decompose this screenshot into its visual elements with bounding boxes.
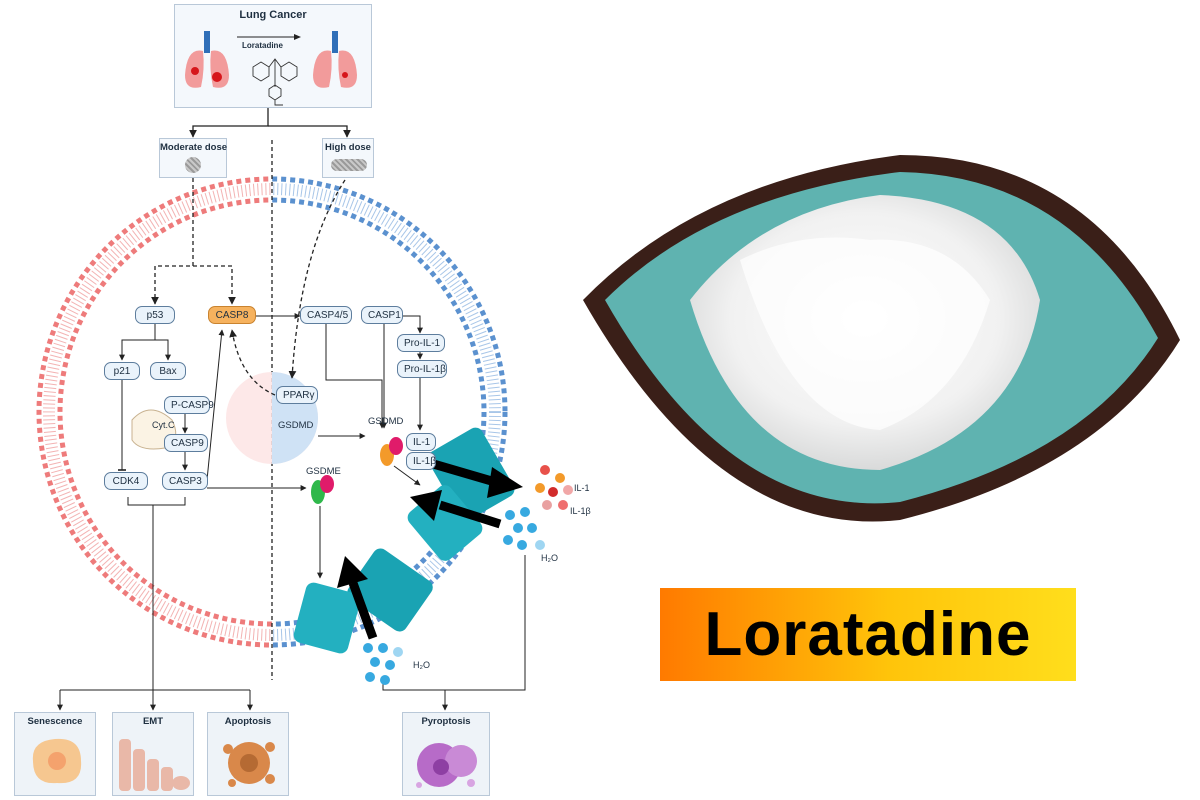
gsdme-protein: [311, 475, 334, 504]
node-p53: p53: [135, 306, 175, 324]
apoptotic-cell-icon: [223, 742, 275, 787]
lung-cancer-panel: Lung Cancer Loratadine: [174, 4, 372, 108]
node-casp3: CASP3: [162, 472, 208, 490]
node-pro-il1: Pro-IL-1: [397, 334, 445, 352]
dose-arrows: [151, 108, 351, 396]
release-label-il1b: IL-1β: [570, 506, 591, 516]
product-name: Loratadine: [704, 600, 1032, 669]
lungs-after-icon: [313, 31, 357, 88]
outcome-senescence: Senescence: [14, 712, 96, 796]
outcome-pyroptosis-label: Pyroptosis: [421, 716, 471, 727]
release-label-il1: IL-1: [574, 483, 590, 493]
loratadine-powder-photo: [583, 155, 1180, 522]
node-pro-il1b: Pro-IL-1β: [397, 360, 447, 378]
water-dots-bottom: [363, 643, 403, 685]
emt-cells-icon: [119, 739, 190, 791]
high-dose-box: High dose: [322, 138, 374, 178]
moderate-dose-box: Moderate dose: [159, 138, 227, 178]
outcome-emt: EMT: [112, 712, 194, 796]
multiple-pills-icon: [331, 159, 367, 171]
senescent-cell-icon: [32, 738, 82, 784]
outcome-pyroptosis: Pyroptosis: [402, 712, 490, 796]
outcome-senescence-label: Senescence: [27, 716, 83, 727]
outcome-apoptosis: Apoptosis: [207, 712, 289, 796]
cytokine-dots: [535, 465, 573, 510]
efflux-arrows: [337, 458, 523, 640]
drug-label: Loratadine: [242, 41, 283, 50]
node-bax: Bax: [150, 362, 186, 380]
pyroptotic-cell-icon: [416, 743, 477, 788]
panel-title: Lung Cancer: [239, 9, 307, 21]
node-cdk4: CDK4: [104, 472, 148, 490]
outcome-apoptosis-label: Apoptosis: [224, 716, 272, 727]
moderate-dose-label: Moderate dose: [160, 142, 228, 153]
node-il1: IL-1: [406, 433, 436, 451]
cell-membrane: [36, 176, 508, 648]
membrane-pores: [293, 427, 515, 654]
single-pill-icon: [185, 157, 201, 173]
water-dots-right: [503, 507, 545, 550]
node-casp1: CASP1: [361, 306, 403, 324]
loratadine-structure-icon: [252, 58, 298, 106]
node-casp45: CASP4/5: [300, 306, 352, 324]
release-label-water-right: H₂O: [541, 553, 558, 563]
node-p-casp9: P-CASP9: [164, 396, 214, 414]
pathway-connectors: [57, 313, 526, 711]
outcome-emt-label: EMT: [142, 716, 164, 727]
node-il1b: IL-1β: [406, 452, 436, 470]
product-name-banner: Loratadine: [660, 588, 1076, 681]
gsdmd-protein: [380, 437, 403, 466]
high-dose-label: High dose: [325, 142, 371, 153]
node-p21: p21: [104, 362, 140, 380]
label-gsdmd-gene: GSDMD: [278, 420, 314, 431]
lungs-before-icon: [185, 31, 229, 88]
label-gsdme: GSDME: [306, 466, 341, 477]
label-cyt-c: Cyt.C: [152, 420, 175, 430]
node-casp9: CASP9: [164, 434, 208, 452]
label-gsdmd: GSDMD: [368, 416, 404, 427]
treatment-arrow: [237, 34, 301, 40]
release-label-water-bottom: H₂O: [413, 660, 430, 670]
node-casp8: CASP8: [208, 306, 256, 324]
node-ppar-gamma: PPARγ: [276, 386, 318, 404]
